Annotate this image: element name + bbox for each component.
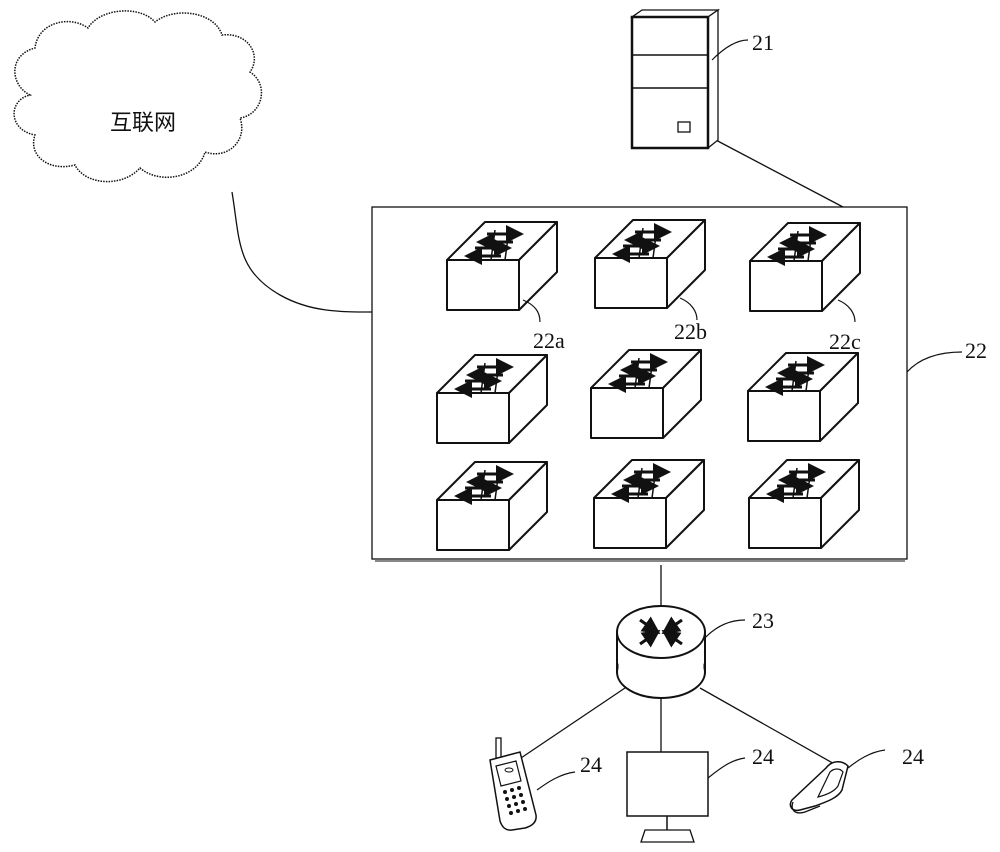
switch-label-22a: 22a <box>533 328 565 353</box>
switch-icon-7 <box>436 461 548 551</box>
switch-icon-3 <box>749 222 861 312</box>
server-icon <box>629 8 721 150</box>
server-label: 21 <box>752 30 774 55</box>
switch-icon-5 <box>590 349 702 439</box>
switch-icon-2 <box>594 219 706 309</box>
internet-cloud: 互联网 <box>13 10 263 183</box>
cloud-label: 互联网 <box>110 111 176 136</box>
router-to-phone-line <box>517 687 626 761</box>
monitor-label: 24 <box>752 744 774 769</box>
mobile-phone-label: 24 <box>580 752 602 777</box>
monitor-icon <box>626 751 709 843</box>
switch-icon-9 <box>748 459 860 549</box>
switch-label-22b: 22b <box>674 319 707 344</box>
router-label: 23 <box>752 608 774 633</box>
switch-icon-4 <box>436 354 548 444</box>
switch-label-22c: 22c <box>829 329 861 354</box>
mobile-phone-icon <box>489 737 537 831</box>
switch-icon-1 <box>446 221 558 311</box>
router-to-flip-phone-line <box>699 687 846 771</box>
server-to-switch-group-line <box>711 137 844 208</box>
flip-phone-icon <box>789 761 849 814</box>
cloud-to-switch-group-line <box>231 191 373 313</box>
flip-phone-label: 24 <box>902 744 924 769</box>
router-icon <box>616 605 706 699</box>
switch-icon-8 <box>593 459 705 549</box>
switch-icon-6 <box>747 352 859 442</box>
switch-group-label: 22 <box>965 338 987 363</box>
